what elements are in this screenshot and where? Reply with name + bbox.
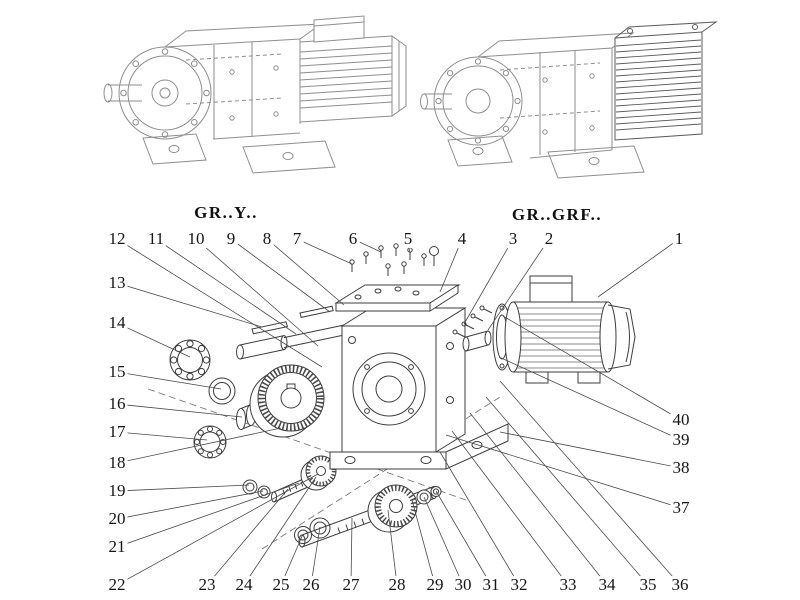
callout-3: 3 <box>506 229 520 249</box>
leader-line-17 <box>116 431 208 441</box>
callout-28: 28 <box>386 575 408 595</box>
leader-line-8 <box>266 238 345 306</box>
leader-line-36 <box>499 380 681 586</box>
leader-line-20 <box>116 490 264 520</box>
callout-33: 33 <box>557 575 579 595</box>
callout-36: 36 <box>669 575 691 595</box>
leader-line-34 <box>469 412 608 586</box>
callout-22: 22 <box>106 575 128 595</box>
motor-mounting-bolts-and-input-shaft <box>452 305 493 352</box>
leader-line-18 <box>116 427 282 464</box>
leader-line-16 <box>116 403 243 418</box>
leader-line-27 <box>350 517 353 586</box>
leader-line-14 <box>116 322 191 358</box>
callout-29: 29 <box>424 575 446 595</box>
callout-27: 27 <box>340 575 362 595</box>
assembled-view-gr-grf <box>420 21 718 179</box>
model-label-right: GR..GRF.. <box>511 205 603 224</box>
callout-37: 37 <box>670 498 692 518</box>
leader-line-31 <box>435 490 492 586</box>
callout-20: 20 <box>106 509 128 529</box>
callout-21: 21 <box>106 537 128 557</box>
callout-12: 12 <box>106 229 128 249</box>
leader-line-3 <box>463 238 514 325</box>
leader-line-2 <box>487 238 550 331</box>
callout-18: 18 <box>106 453 128 473</box>
leader-line-39 <box>498 356 682 441</box>
callout-35: 35 <box>637 575 659 595</box>
motor <box>492 275 636 384</box>
callout-8: 8 <box>260 229 274 249</box>
leader-line-21 <box>116 482 300 548</box>
leader-line-24 <box>243 476 317 586</box>
callout-13: 13 <box>106 273 128 293</box>
gearbox-housing <box>329 307 509 470</box>
leader-line-33 <box>451 430 569 586</box>
leader-line-28 <box>387 509 398 586</box>
model-label-left: GR..Y.. <box>194 203 258 222</box>
assembled-view-gr-y <box>103 15 407 174</box>
callout-26: 26 <box>300 575 322 595</box>
leader-lines <box>116 238 682 586</box>
callout-39: 39 <box>670 430 692 450</box>
leader-line-40 <box>502 315 682 421</box>
leader-line-13 <box>116 282 263 328</box>
leader-line-10 <box>195 238 319 347</box>
callout-1: 1 <box>672 229 686 249</box>
callout-4: 4 <box>455 229 469 249</box>
leader-line-15 <box>116 371 222 390</box>
leader-line-19 <box>116 484 250 492</box>
callout-6: 6 <box>346 229 360 249</box>
callout-5: 5 <box>401 229 415 249</box>
callout-7: 7 <box>290 229 304 249</box>
callout-32: 32 <box>508 575 530 595</box>
callout-9: 9 <box>224 229 238 249</box>
callout-24: 24 <box>233 575 255 595</box>
callout-15: 15 <box>106 362 128 382</box>
leader-line-7 <box>296 238 353 265</box>
leader-line-32 <box>439 451 520 586</box>
callout-10: 10 <box>185 229 207 249</box>
output-shaft-and-keys <box>236 305 350 360</box>
leader-line-38 <box>499 431 682 469</box>
callout-14: 14 <box>106 313 128 333</box>
leader-line-35 <box>485 396 649 586</box>
leader-line-30 <box>423 496 464 586</box>
leader-line-22 <box>116 473 319 586</box>
callout-16: 16 <box>106 394 128 414</box>
callout-40: 40 <box>670 410 692 430</box>
callout-23: 23 <box>196 575 218 595</box>
leader-line-23 <box>206 488 289 586</box>
callout-34: 34 <box>596 575 618 595</box>
low-speed-gear-shaft-assembly <box>294 484 442 548</box>
callout-31: 31 <box>480 575 502 595</box>
callout-11: 11 <box>145 229 167 249</box>
leader-line-9 <box>230 238 331 313</box>
exploded-view <box>116 238 682 586</box>
callout-2: 2 <box>542 229 556 249</box>
callout-30: 30 <box>452 575 474 595</box>
large-helical-gear <box>249 364 325 438</box>
callout-19: 19 <box>106 481 128 501</box>
leader-line-37 <box>445 434 682 509</box>
callout-38: 38 <box>670 458 692 478</box>
callout-25: 25 <box>270 575 292 595</box>
bearing-and-ring-set <box>169 339 256 459</box>
callout-17: 17 <box>106 422 128 442</box>
leader-line-1 <box>597 238 680 298</box>
leader-line-26 <box>310 526 321 586</box>
leader-line-12 <box>116 238 323 368</box>
leader-line-29 <box>411 499 436 586</box>
leader-line-11 <box>155 238 297 335</box>
inspection-cover <box>334 284 461 312</box>
